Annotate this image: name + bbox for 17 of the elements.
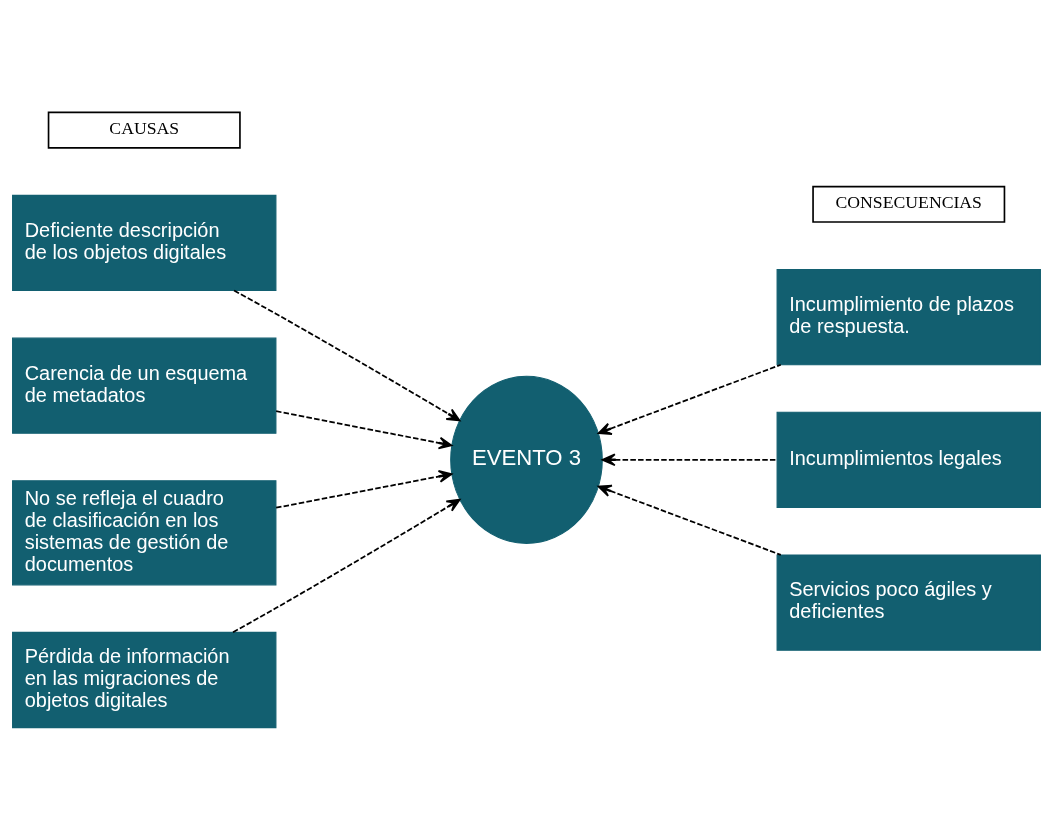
node-box: Servicios poco ágiles y deficientes	[776, 553, 1041, 651]
node-box: CAUSAS	[47, 111, 241, 149]
arrow	[232, 498, 461, 633]
node-box: Pérdida de información en las migraciones de objetos digitales	[12, 631, 277, 728]
arrow	[597, 484, 782, 556]
arrow	[275, 469, 453, 509]
node-box: No se refleja el cuadro de clasificación en los sistemas de gestión de documentos	[12, 479, 277, 585]
arrow	[597, 363, 782, 435]
node-box: Carencia de un esquema de metadatos	[12, 337, 277, 434]
node-circle: EVENTO 3	[450, 375, 603, 544]
arrow	[275, 409, 453, 449]
node-box: CONSECUENCIAS	[812, 185, 1006, 223]
node-box: Deficiente descripción de los objetos digitales	[12, 194, 277, 291]
arrow	[233, 289, 461, 421]
node-box: Incumplimiento de plazos de respuesta.	[776, 268, 1041, 365]
node-box: Incumplimientos legales	[776, 411, 1041, 508]
arrow	[601, 452, 778, 466]
